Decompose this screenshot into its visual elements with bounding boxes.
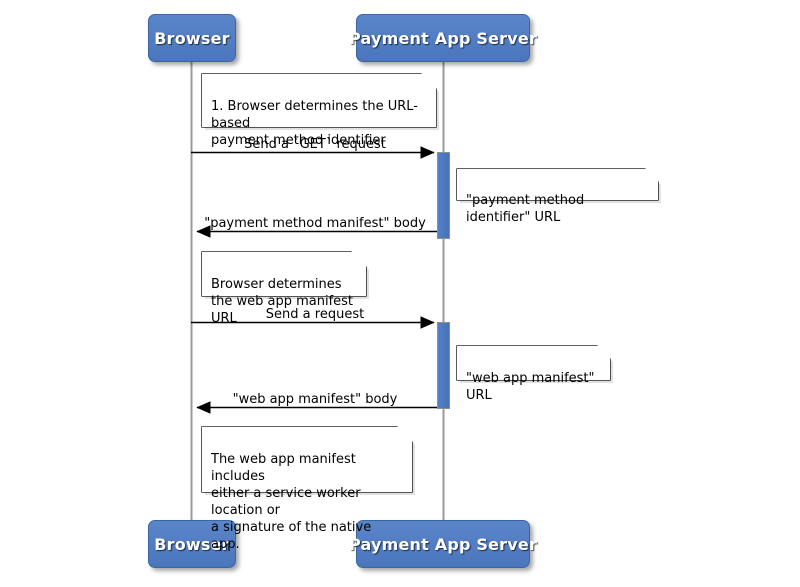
message-label-get-request: Send a `GET` request [191, 137, 439, 152]
message-label-text: "web app manifest" body [232, 392, 398, 407]
note-text: Browser determines the web app manifest … [211, 277, 354, 326]
participant-payment-app-server-top[interactable]: Payment App Server [349, 14, 537, 62]
message-label-payment-method-manifest-body: "payment method manifest" body [191, 216, 439, 231]
message-label-web-app-manifest-body: "web app manifest" body [191, 392, 439, 407]
participant-label: Payment App Server [348, 534, 538, 554]
note-text: The web app manifest includes either a s… [211, 452, 372, 552]
note-url-based-payment-method-identifier: 1. Browser determines the URL-based paym… [202, 74, 436, 148]
note-web-app-manifest-url: "web app manifest" URL [457, 346, 610, 403]
note-browser-determines-web-app-manifest-url: Browser determines the web app manifest … [202, 252, 366, 326]
participant-label: Browser [154, 28, 230, 48]
message-label-text: Send a `GET` request [244, 137, 386, 152]
note-web-app-manifest-includes: The web app manifest includes either a s… [202, 427, 412, 552]
note-text: "web app manifest" URL [466, 371, 595, 403]
participant-label: Browser [154, 534, 230, 554]
message-label-send-a-request: Send a request [191, 307, 439, 322]
note-text: 1. Browser determines the URL-based paym… [211, 99, 418, 148]
participant-label: Payment App Server [348, 28, 538, 48]
message-label-text: Send a request [265, 307, 365, 322]
participant-browser-bottom[interactable]: Browser [148, 520, 236, 568]
note-text: "payment method identifier" URL [466, 193, 585, 225]
note-payment-method-identifier-url: "payment method identifier" URL [457, 169, 658, 225]
message-label-text: "payment method manifest" body [204, 216, 426, 231]
participant-payment-app-server-bottom[interactable]: Payment App Server [349, 520, 537, 568]
activation-bar-2 [437, 322, 450, 409]
participant-browser-top[interactable]: Browser [148, 14, 236, 62]
activation-bar-1 [437, 152, 450, 239]
